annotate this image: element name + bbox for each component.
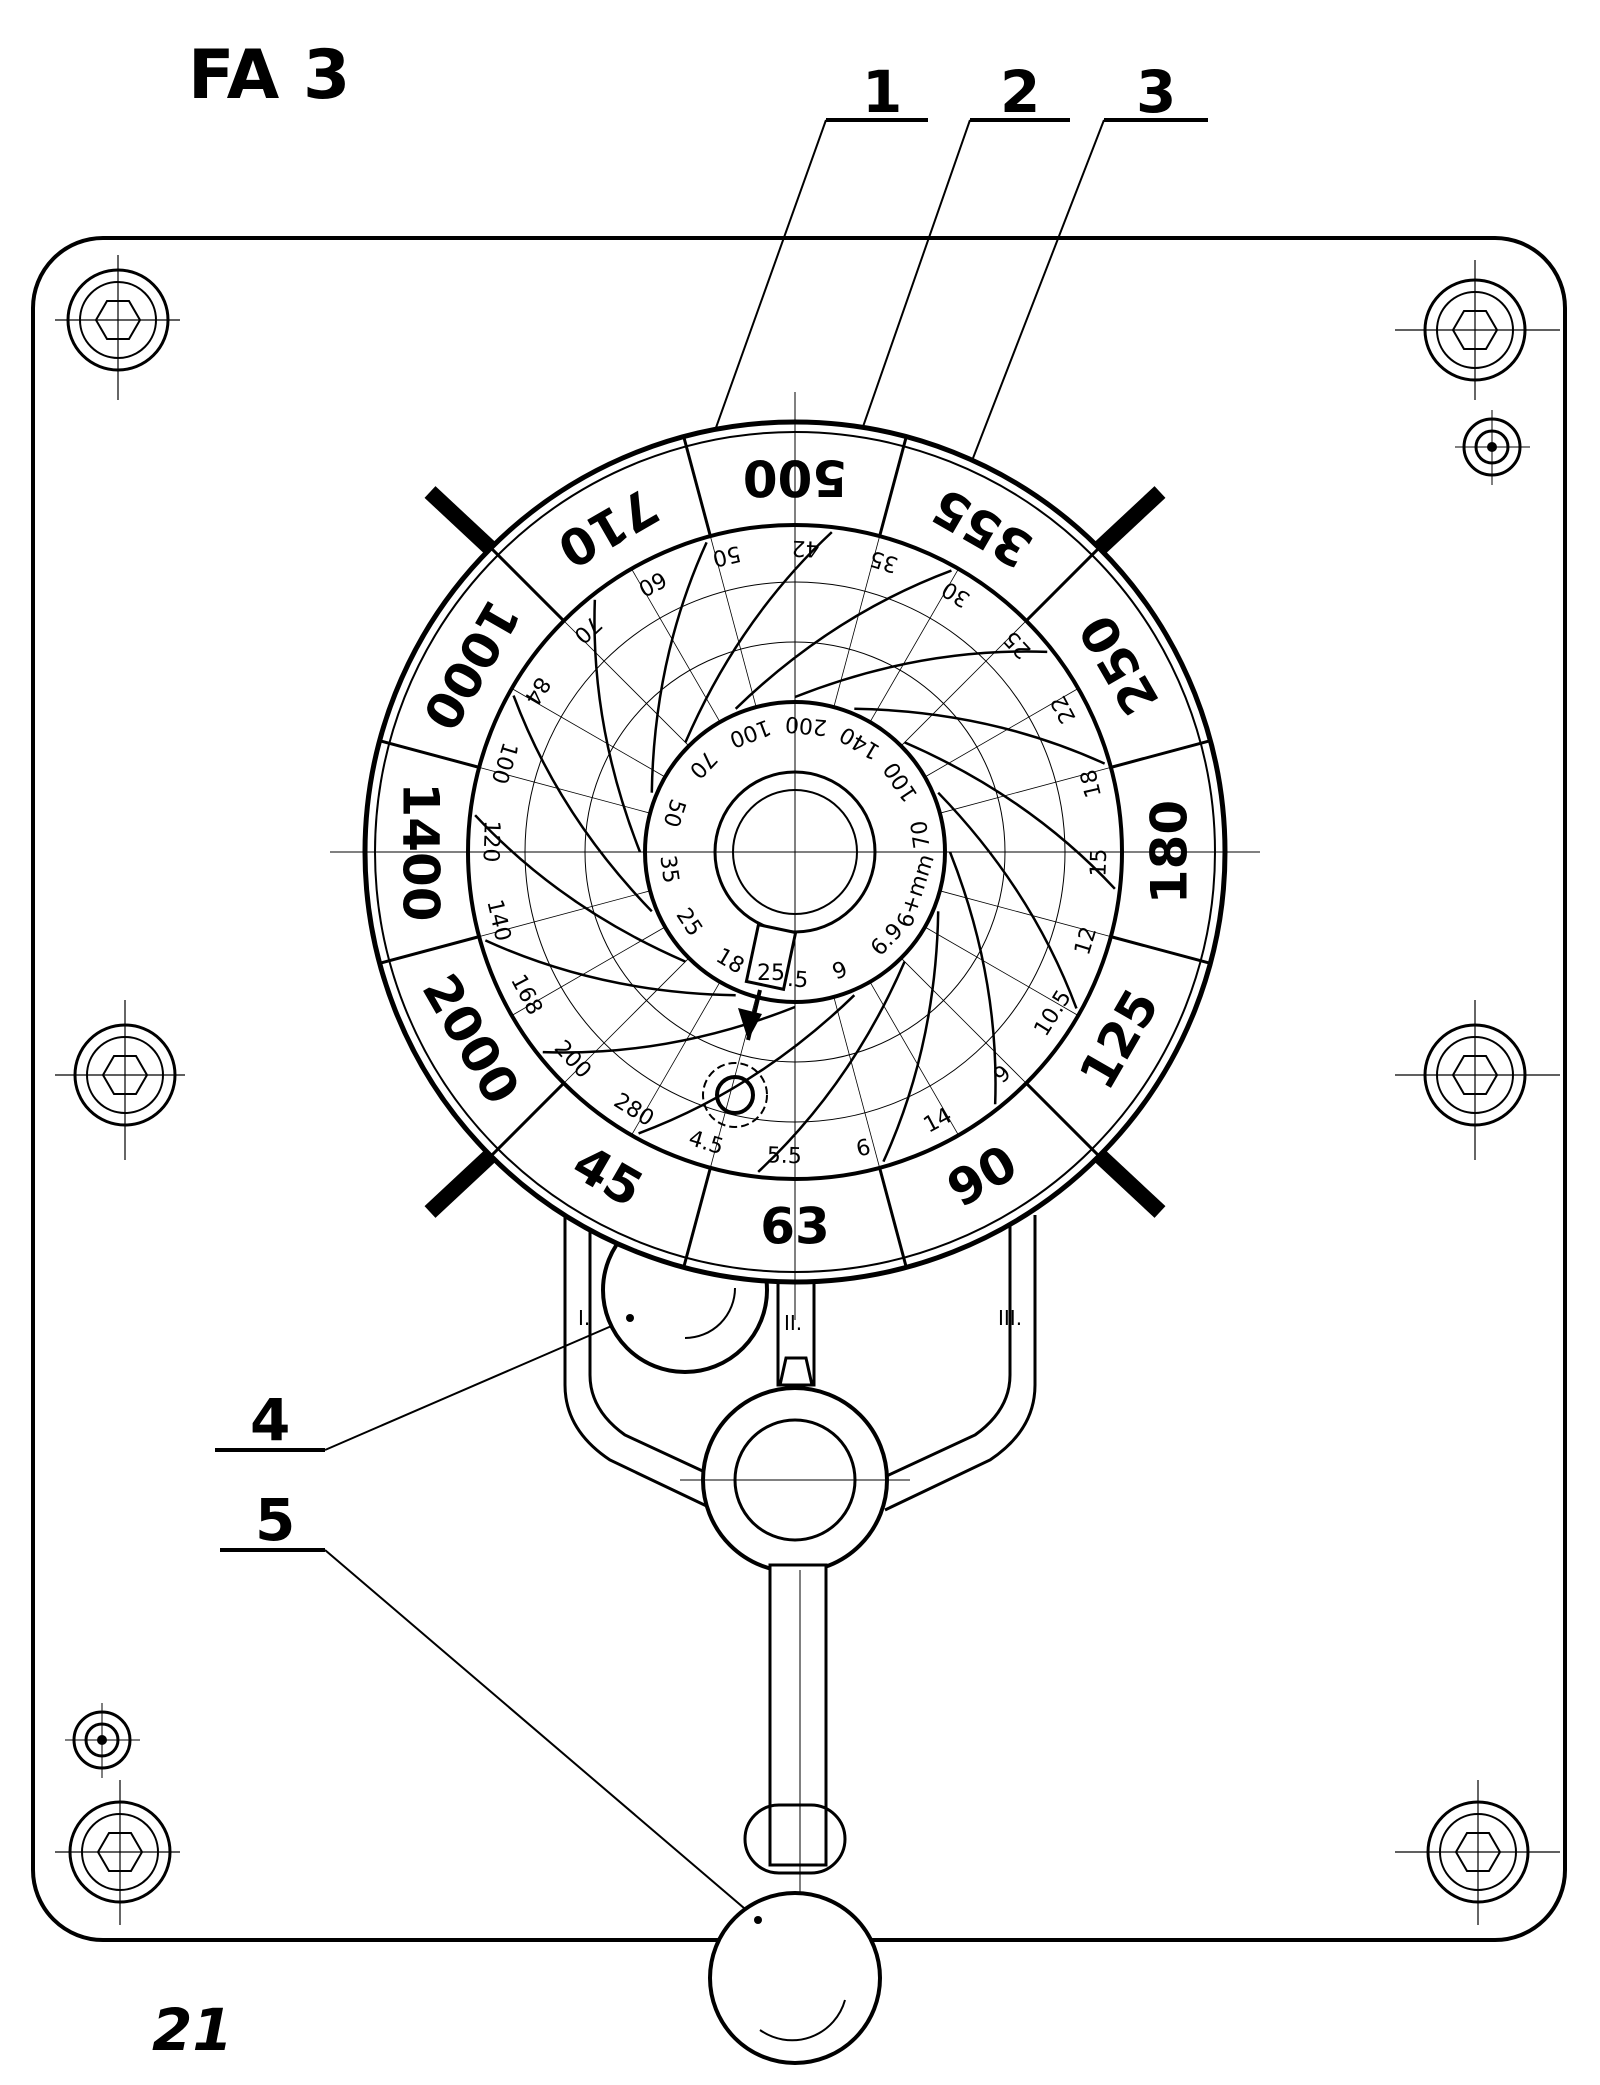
outer-speed-label: 1400: [392, 782, 450, 921]
callout-1: 1: [707, 58, 928, 451]
radial-line: [924, 688, 1079, 778]
fork-label-right: III.: [998, 1306, 1022, 1330]
outer-speed-label: 180: [1141, 800, 1199, 904]
radial-line: [939, 890, 1111, 938]
lever-hub: [680, 1386, 910, 1574]
gear-curve: [542, 1005, 796, 1054]
radial-line: [939, 766, 1111, 814]
callout-5: 5: [220, 1486, 759, 1921]
gear-curve: [734, 569, 952, 710]
radial-line: [631, 568, 721, 723]
inner-value-label: 70: [907, 819, 936, 850]
index-pointer: 25: [702, 922, 798, 1128]
svg-text:2: 2: [1000, 58, 1040, 126]
shift-fork: [563, 1215, 1037, 1512]
gear-curve: [757, 961, 906, 1173]
gear-curve: [904, 741, 1116, 890]
radial-line: [833, 996, 881, 1168]
radial-line: [563, 620, 690, 747]
fork-label-center: II.: [784, 1311, 802, 1335]
ring-divider: [878, 436, 908, 537]
hex-bolt-mid-left: [55, 1000, 185, 1160]
ring-divider: [878, 1167, 908, 1268]
outer-ring-dividers: [379, 436, 1211, 1268]
ring-divider: [489, 546, 565, 622]
ring-divider: [489, 1082, 565, 1158]
radial-line: [869, 568, 959, 723]
ring-divider: [1110, 935, 1211, 965]
outer-speed-label: 63: [760, 1198, 830, 1256]
radial-line: [709, 536, 757, 708]
gear-curves: [468, 525, 1122, 1179]
radial-line: [900, 620, 1027, 747]
pin-bottom-left: [65, 1703, 140, 1778]
middle-value-label: 15: [1086, 848, 1112, 877]
middle-value-label: 18: [1076, 767, 1107, 800]
middle-value-label: 42: [791, 535, 820, 561]
gear-curve: [593, 599, 642, 853]
hex-bolt-top-left: [55, 255, 180, 400]
gear-curve: [484, 939, 736, 997]
middle-value-label: 6: [854, 1135, 873, 1163]
page-number: 21: [152, 1996, 233, 2064]
svg-text:1: 1: [862, 58, 902, 126]
inner-value-label: 35: [654, 854, 683, 885]
radial-line: [563, 957, 690, 1084]
gear-curve: [474, 814, 686, 963]
dial-mount-bars: [424, 486, 1166, 1218]
gear-curve: [684, 531, 833, 743]
ring-divider: [379, 739, 480, 769]
middle-value-label: 5.5: [766, 1143, 802, 1169]
gear-curve: [854, 707, 1106, 765]
gear-curve: [882, 911, 940, 1163]
middle-value-label: 120: [477, 820, 503, 863]
gear-curve: [650, 541, 708, 793]
outer-speed-label: 500: [743, 449, 847, 507]
radial-line: [833, 536, 881, 708]
gear-curve: [512, 695, 653, 913]
inner-value-label: 200: [784, 711, 828, 740]
gear-curve: [794, 650, 1048, 699]
hex-bolt-mid-right: [1395, 1000, 1560, 1160]
ring-divider: [1025, 546, 1101, 622]
radial-line: [479, 890, 651, 938]
pin-top-right: [1455, 410, 1530, 485]
hex-bolt-bottom-left: [55, 1780, 180, 1925]
radial-line: [924, 926, 1079, 1016]
hex-bolt-bottom-right: [1395, 1780, 1560, 1925]
svg-text:4: 4: [250, 1386, 290, 1454]
knob-5[interactable]: [708, 1891, 882, 2065]
svg-text:5: 5: [255, 1486, 295, 1554]
gear-curve: [937, 791, 1078, 1009]
radial-line: [511, 926, 666, 1016]
ring-divider: [1025, 1082, 1101, 1158]
ring-divider: [682, 1167, 712, 1268]
sheet-title: FA 3: [188, 36, 350, 115]
fork-label-left: I.: [578, 1306, 590, 1330]
radial-line: [900, 957, 1027, 1084]
gear-curve: [948, 851, 997, 1105]
hex-bolt-top-right: [1395, 260, 1560, 400]
radial-line: [631, 981, 721, 1136]
ring-divider: [682, 436, 712, 537]
gear-curve: [638, 994, 856, 1135]
svg-text:3: 3: [1136, 58, 1176, 126]
ring-divider: [379, 935, 480, 965]
radial-line: [479, 766, 651, 814]
radial-line: [511, 688, 666, 778]
callout-4: 4: [215, 1317, 631, 1454]
index-value: 25: [757, 961, 785, 986]
middle-value-label: 50: [710, 540, 743, 571]
ring-divider: [1110, 739, 1211, 769]
radial-line: [869, 981, 959, 1136]
